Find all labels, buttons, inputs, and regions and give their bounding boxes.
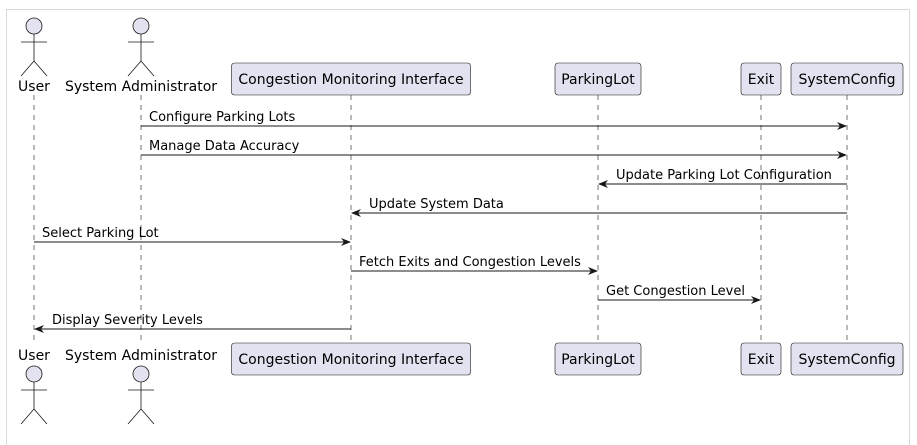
participant-box-bottom-cfg: SystemConfig [790, 342, 904, 376]
message-2: Manage Data Accuracy [141, 139, 847, 159]
participant-box-bottom-exit: Exit [740, 342, 782, 376]
message-label: Fetch Exits and Congestion Levels [359, 255, 581, 270]
message-label: Get Congestion Level [606, 284, 745, 299]
stick-figure-icon [127, 17, 155, 77]
diagram-frame [6, 9, 910, 445]
message-label: Display Severity Levels [52, 313, 203, 328]
participant-label-bottom-cfg: SystemConfig [798, 352, 895, 368]
message-label: Configure Parking Lots [149, 110, 296, 125]
message-3: Update Parking Lot Configuration [598, 168, 847, 188]
participant-box-bottom-lot: ParkingLot [554, 342, 642, 376]
message-label: Update System Data [369, 197, 504, 212]
message-label: Update Parking Lot Configuration [616, 168, 832, 183]
participant-box-top-cfg: SystemConfig [790, 62, 904, 96]
participant-label-top-exit: Exit [748, 72, 775, 88]
participant-box-bottom-cmi: Congestion Monitoring Interface [231, 342, 471, 376]
participant-label-bottom-exit: Exit [748, 352, 775, 368]
message-label: Manage Data Accuracy [149, 139, 300, 154]
message-4: Update System Data [351, 197, 847, 217]
stick-figure-icon [127, 365, 155, 425]
message-7: Get Congestion Level [598, 284, 761, 304]
message-8: Display Severity Levels [34, 313, 351, 333]
stick-figure-icon [20, 17, 48, 77]
participant-label-top-cfg: SystemConfig [798, 72, 895, 88]
actor-label-bottom-user: User [18, 348, 50, 364]
participant-box-top-lot: ParkingLot [554, 62, 642, 96]
participant-box-top-exit: Exit [740, 62, 782, 96]
participant-label-top-lot: ParkingLot [561, 72, 635, 88]
participant-label-top-cmi: Congestion Monitoring Interface [238, 72, 463, 88]
message-6: Fetch Exits and Congestion Levels [351, 255, 598, 275]
actor-label-top-user: User [18, 79, 50, 95]
message-1: Configure Parking Lots [141, 110, 847, 130]
participant-box-top-cmi: Congestion Monitoring Interface [231, 62, 471, 96]
message-label: Select Parking Lot [42, 226, 159, 241]
participant-label-bottom-lot: ParkingLot [561, 352, 635, 368]
actor-label-bottom-admin: System Administrator [65, 348, 217, 364]
actor-label-top-admin: System Administrator [65, 79, 217, 95]
participant-label-bottom-cmi: Congestion Monitoring Interface [238, 352, 463, 368]
stick-figure-icon [20, 365, 48, 425]
message-5: Select Parking Lot [34, 226, 351, 246]
